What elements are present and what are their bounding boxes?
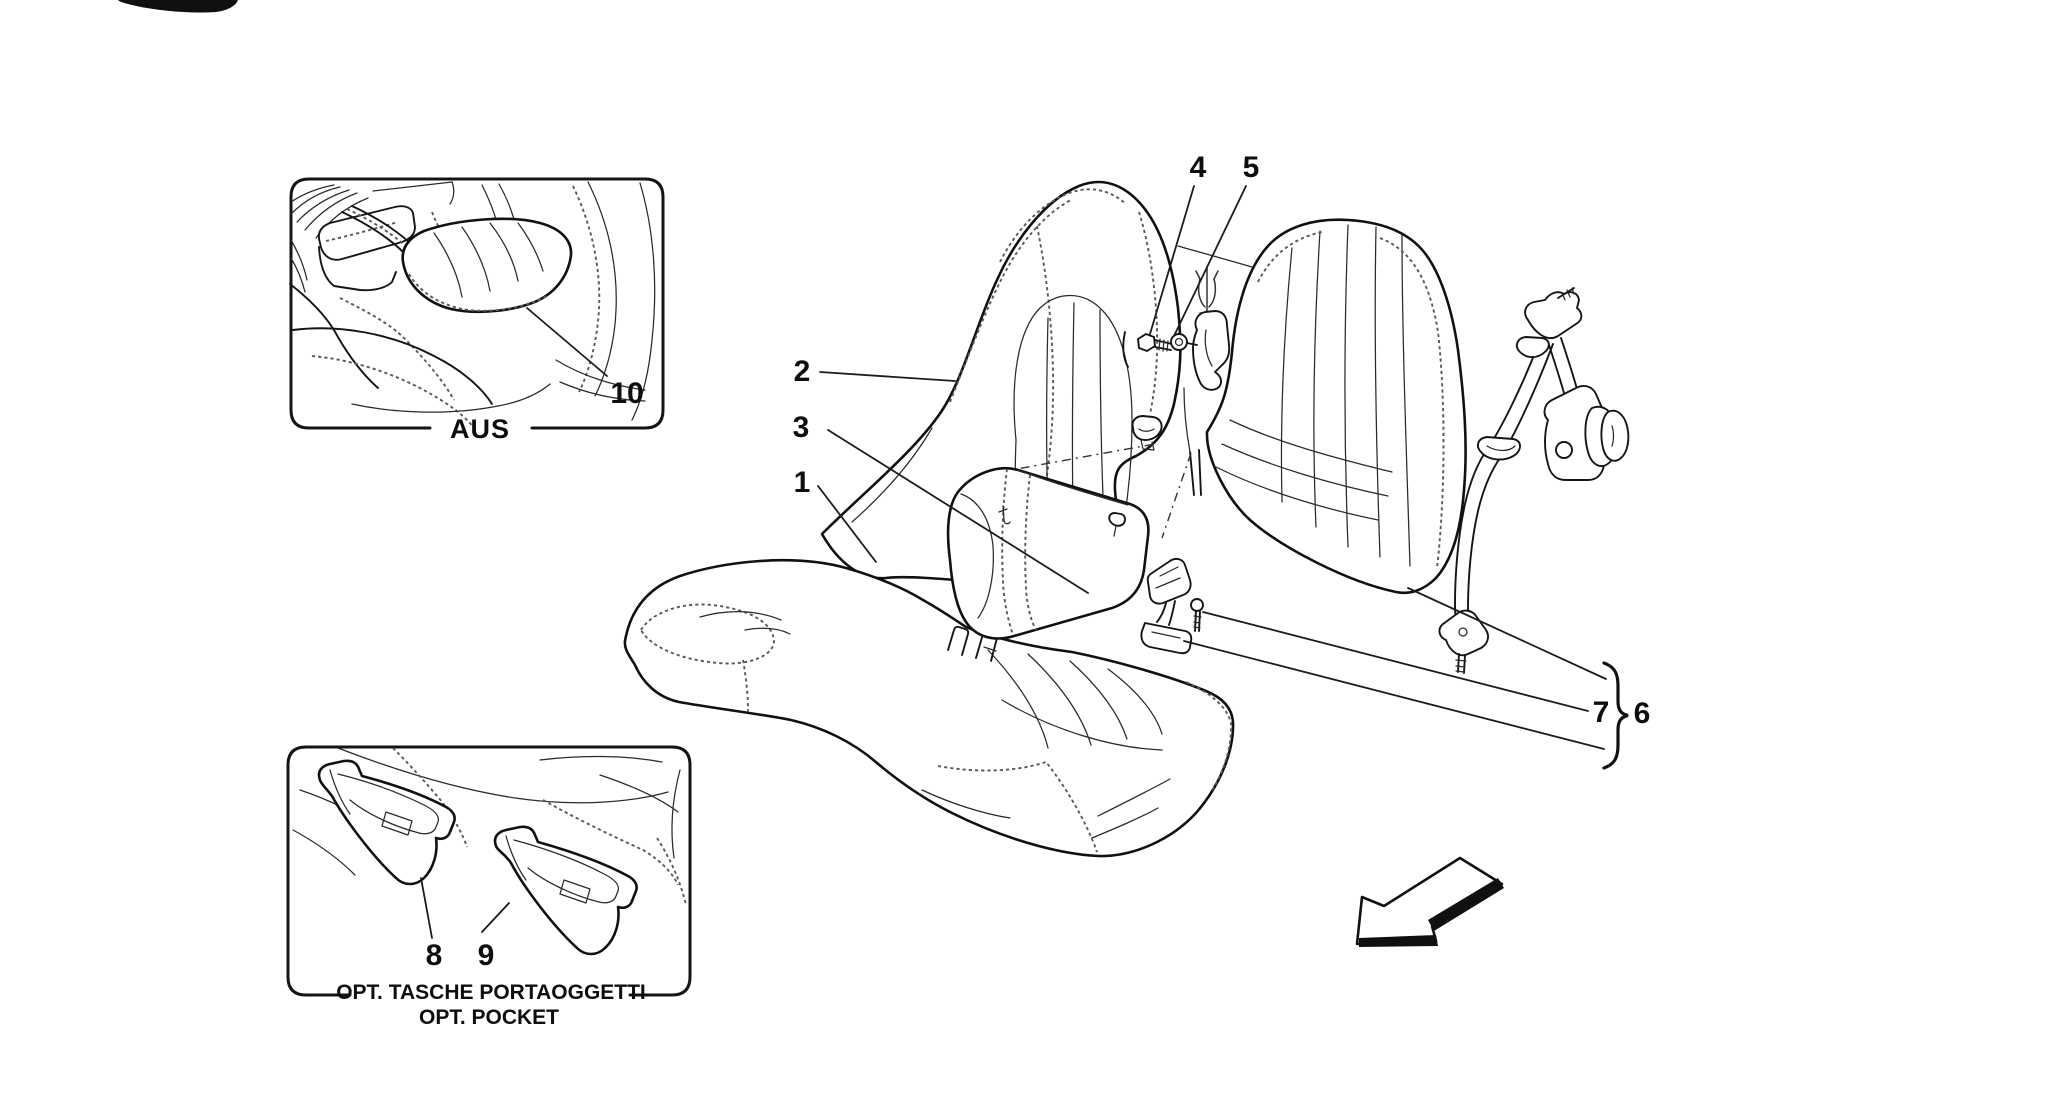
striker-plate-drawing (1192, 310, 1231, 391)
assembly-guide-lines (999, 443, 1192, 539)
belt-anchor-drawing (1438, 609, 1489, 674)
left-backrest-drawing (820, 180, 1182, 588)
callout-4: 4 (1190, 151, 1207, 184)
belt-top-bracket-drawing (1524, 287, 1583, 339)
pocket-inset-cushion-drawing (292, 747, 687, 906)
armrest-latch-drawing (1131, 415, 1163, 451)
seatbelt-drawing (1438, 287, 1630, 674)
leader-line-6-bottom (1183, 640, 1605, 750)
leader-line-3 (827, 429, 1089, 594)
leader-line-9 (481, 902, 510, 933)
leader-lines (817, 185, 1607, 750)
belt-retractor-drawing (1543, 385, 1630, 481)
leader-line-5 (1173, 185, 1247, 337)
callout-5: 5 (1243, 151, 1260, 184)
corner-smudge (118, 0, 238, 13)
leader-line-10 (526, 307, 608, 377)
callout-3: 3 (793, 411, 810, 444)
pocket-caption-line-2: OPT. POCKET (419, 1006, 559, 1029)
leader-line-8 (420, 877, 433, 939)
aus-bolster-drawing (555, 181, 656, 421)
inset-aus-box (289, 177, 665, 430)
bolt-drawing (1137, 333, 1173, 352)
aus-cushion-drawing (289, 283, 551, 429)
screw-drawing (1170, 333, 1198, 351)
callout-10: 10 (610, 377, 643, 410)
buckle-bolt-drawing (1190, 598, 1204, 632)
buckle-drawing (1140, 557, 1204, 655)
armrest-pin-drawing (1108, 512, 1126, 537)
callout-2: 2 (794, 355, 811, 388)
storage-pocket-left-drawing (317, 759, 456, 886)
direction-arrow-icon (1355, 856, 1504, 947)
armrest-drawing (946, 466, 1150, 640)
inset-pocket-box (286, 745, 692, 997)
leader-line-4 (1149, 185, 1195, 335)
pocket-caption-line-1: OPT. TASCHE PORTAOGGETTI (336, 981, 646, 1004)
callout-8: 8 (426, 939, 443, 972)
leader-line-6-top (1407, 587, 1607, 680)
leader-line-2 (819, 371, 956, 382)
leader-line-7 (1202, 611, 1589, 712)
callout-1: 1 (794, 466, 811, 499)
callout-9: 9 (478, 939, 495, 972)
right-backrest-drawing (1205, 218, 1467, 595)
leader-line-1 (817, 485, 877, 563)
callout-6: 6 (1634, 697, 1651, 730)
storage-pocket-right-drawing (493, 825, 638, 956)
seat-cushion-drawing (623, 558, 1235, 858)
aus-armrest-lid-drawing (401, 217, 573, 314)
callout-7: 7 (1593, 696, 1610, 729)
grouping-brace (1602, 661, 1629, 770)
inset-aus-caption: AUS (450, 414, 510, 444)
